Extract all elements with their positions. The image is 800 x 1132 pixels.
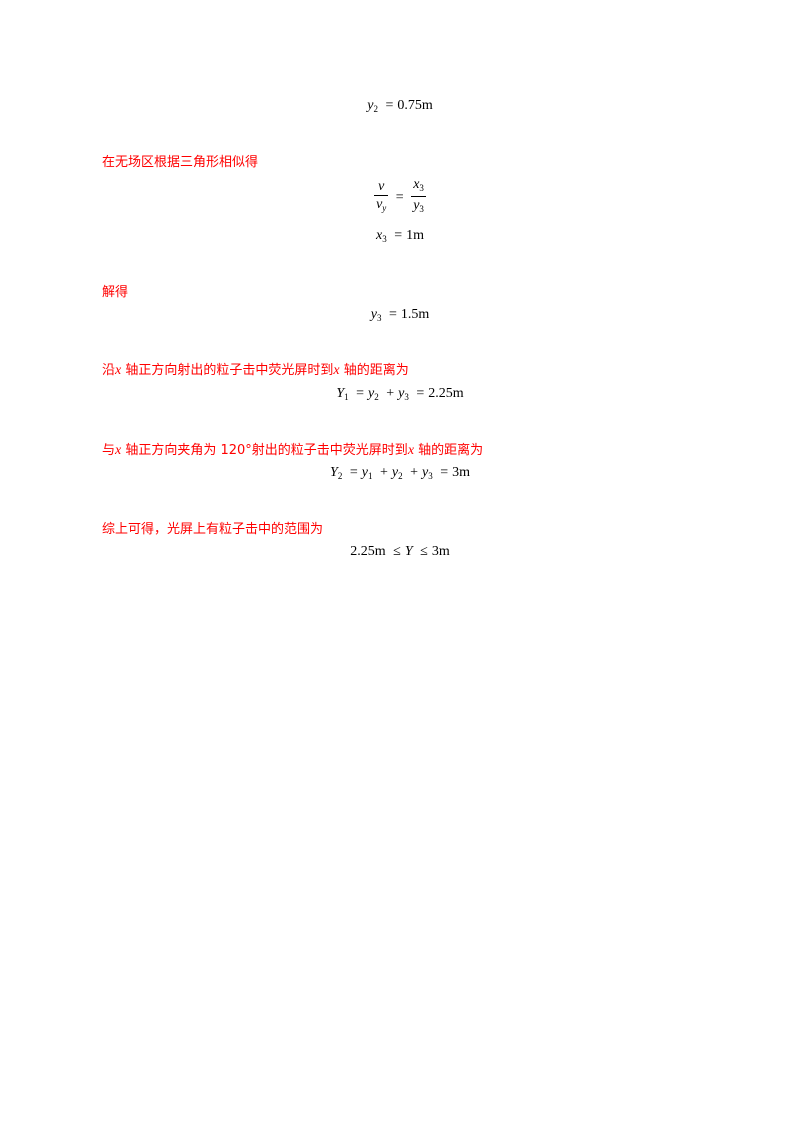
eq-value: 1.5m (400, 307, 430, 323)
eq-value: 2.25m (428, 386, 464, 402)
eq-sub: 2 (398, 471, 403, 482)
equals-sign: = (416, 386, 425, 401)
eq-sub: 3 (428, 471, 433, 482)
text-part: 与 (102, 443, 116, 458)
text-var: x (407, 443, 415, 458)
text-similar-triangles: 在无场区根据三角形相似得 (102, 155, 259, 170)
equals-sign: = (356, 386, 365, 401)
fraction-right: x3 y3 (411, 177, 426, 218)
eq-sub: 1 (344, 392, 349, 403)
eq-var: x (375, 228, 383, 244)
eq-value: 3m (452, 465, 470, 481)
eq-sub: 2 (337, 471, 343, 482)
eq-sub: 3 (419, 183, 424, 193)
text-positive-x-direction: 沿x 轴正方向射出的粒子击中荧光屏时到x 轴的距离为 (102, 359, 722, 379)
text-var: x (333, 363, 340, 378)
equation-y3: y3 =1.5m (0, 307, 800, 323)
eq-var: y (361, 465, 368, 481)
equation-ratio: v vy = x3 y3 (0, 177, 800, 218)
eq-var: Y (330, 465, 338, 481)
eq-var: x (413, 177, 420, 192)
fraction-left: v vy (374, 178, 389, 217)
eq-var: Y (404, 544, 413, 560)
text-part: 轴的距离为 (414, 443, 484, 458)
eq-sub: 3 (382, 234, 387, 245)
eq-var: y (413, 198, 420, 213)
eq-sub: 3 (376, 313, 382, 324)
equation-x3: x3 =1m (0, 228, 800, 244)
eq-sub: 3 (419, 204, 424, 214)
eq-var: Y (336, 386, 345, 402)
text-part: 轴正方向射出的粒子击中荧光屏时到 (121, 363, 334, 378)
less-equal-sign: ≤ (393, 544, 401, 559)
eq-sub: 3 (404, 392, 409, 403)
eq-var: v (376, 196, 383, 212)
equals-sign: = (385, 98, 394, 113)
equation-range: 2.25m ≤Y ≤3m (0, 544, 800, 560)
text-var: x (115, 443, 122, 458)
text-part: 轴的距离为 (339, 363, 409, 378)
eq-var: y (391, 465, 399, 481)
eq-var: v (378, 178, 385, 194)
equals-sign: = (394, 228, 403, 243)
eq-value: 0.75m (397, 98, 433, 114)
equation-Y2: Y2 =y1 +y2 +y3 =3m (0, 465, 800, 481)
eq-value: 1m (406, 228, 424, 244)
plus-sign: + (410, 465, 418, 480)
plus-sign: + (386, 386, 395, 401)
eq-var: y (368, 386, 375, 402)
eq-var: y (398, 386, 405, 402)
text-conclusion: 综上可得，光屏上有粒子击中的范围为 (102, 522, 324, 537)
equals-sign: = (349, 465, 358, 480)
eq-var: y (421, 465, 429, 481)
eq-value: 2.25m (350, 544, 386, 560)
less-equal-sign: ≤ (420, 544, 428, 559)
text-part: 轴正方向夹角为 120°射出的粒子击中荧光屏时到 (121, 443, 408, 458)
eq-sub: y (382, 202, 387, 213)
text-part: 沿 (102, 363, 116, 378)
equals-sign: = (440, 465, 449, 480)
equation-Y1: Y1 =y2 +y3 =2.25m (0, 386, 800, 402)
eq-sub: 1 (367, 471, 373, 482)
eq-var: y (367, 98, 374, 114)
equals-sign: = (388, 307, 397, 322)
eq-value: 3m (431, 544, 450, 560)
equals-sign: = (395, 189, 404, 205)
plus-sign: + (379, 465, 388, 480)
text-120-degree: 与x 轴正方向夹角为 120°射出的粒子击中荧光屏时到x 轴的距离为 (102, 439, 722, 459)
eq-sub: 2 (373, 104, 378, 115)
eq-sub: 2 (374, 392, 379, 403)
text-var: x (115, 363, 122, 378)
text-solve: 解得 (102, 285, 129, 300)
eq-var: y (370, 307, 377, 323)
equation-y2: y2 =0.75m (0, 98, 800, 114)
